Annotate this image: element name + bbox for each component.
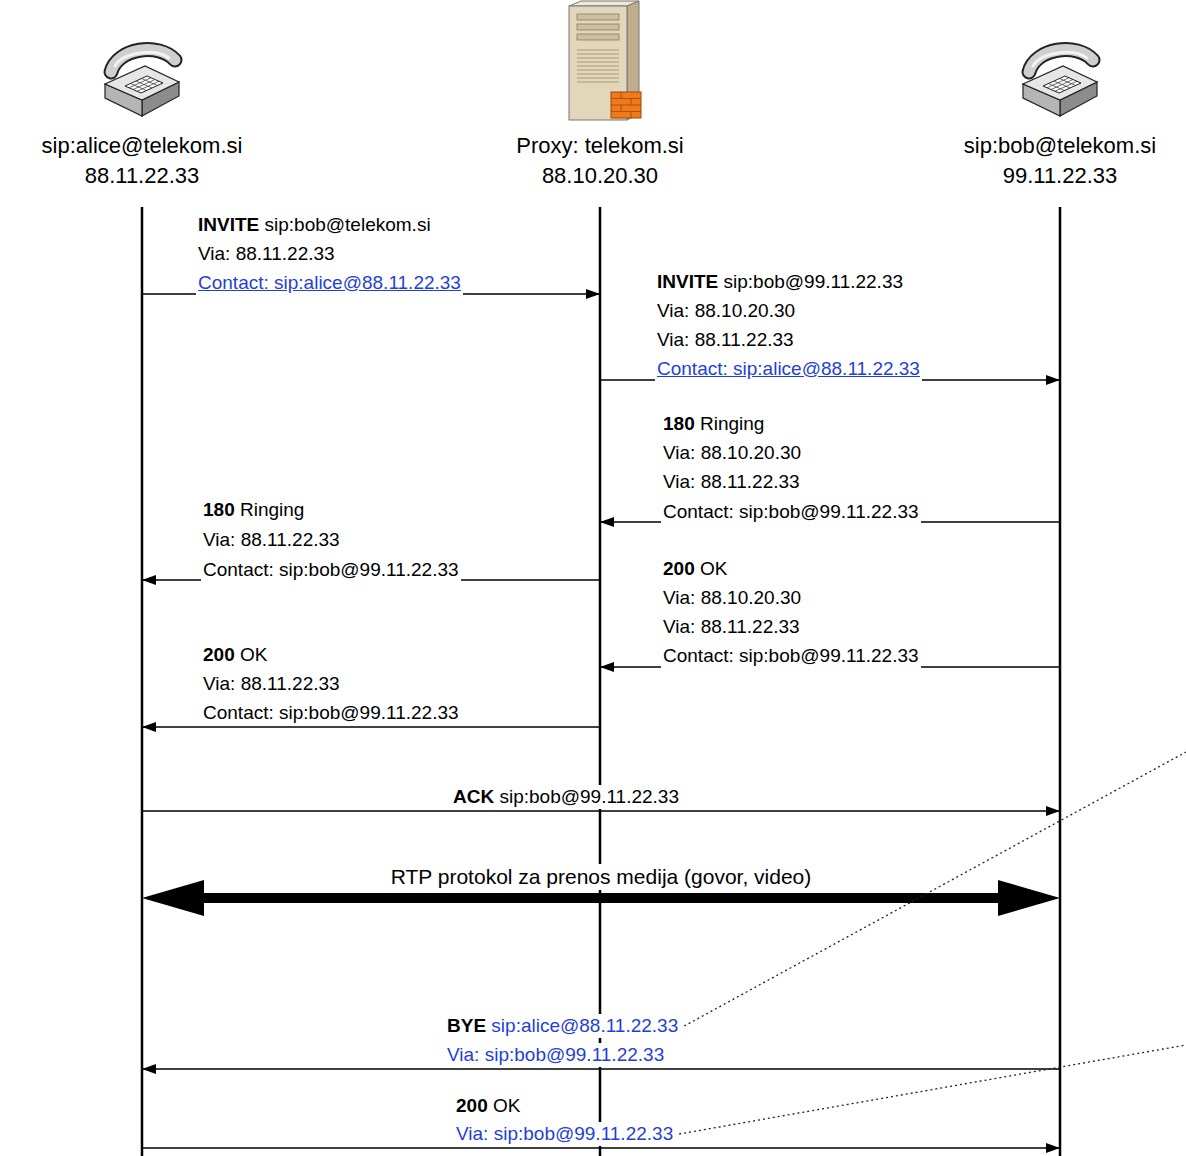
sip-method: 180 [663,413,695,434]
sip-argument: OK [235,644,268,665]
sip-message-line: Contact: sip:alice@88.11.22.33 [196,271,463,295]
signalling-arrow [142,726,600,727]
sip-message-line: Via: 88.10.20.30 [661,586,803,610]
sip-message-line: Via: 88.11.22.33 [661,470,802,494]
sip-message-line: Contact: sip:alice@88.11.22.33 [655,357,922,381]
sip-message-line: Via: 88.10.20.30 [661,441,803,465]
endpoint-uri: Proxy: telekom.si [516,131,684,161]
sip-message-line: 200 OK [661,557,729,581]
sip-phone: sip:bob@telekom.si99.11.22.33 [958,0,1163,191]
sip-argument: Ringing [235,499,305,520]
sip-method: 200 [663,558,695,579]
signalling-arrow [142,810,1060,811]
ip-address: 99.11.22.33 [1003,161,1118,191]
sip-message-line: Contact: sip:bob@99.11.22.33 [201,701,461,725]
lifelines [142,207,1060,1156]
sip-message-line: Via: 88.11.22.33 [661,615,802,639]
sip-method: BYE [447,1015,486,1036]
sip-argument: sip:bob@99.11.22.33 [718,271,903,292]
sip-argument: OK [488,1095,521,1116]
via-header: Via: sip:bob@99.11.22.33 [447,1044,664,1065]
sip-phone: sip:alice@telekom.si88.11.22.33 [36,0,249,191]
sip-message-line: 180 Ringing [201,498,306,522]
icon-art [105,50,179,116]
sip-message-line: Via: 88.11.22.33 [196,242,337,266]
sip-message-line: BYE sip:alice@88.11.22.33 [445,1014,680,1038]
sip-message-line: INVITE sip:bob@telekom.si [196,213,433,237]
sip-method: 200 [203,644,235,665]
sip-message-line: Contact: sip:bob@99.11.22.33 [661,500,921,524]
lifeline [1059,207,1062,1156]
ip-address: 88.11.22.33 [85,161,200,191]
sip-method: ACK [453,786,494,807]
leader-line [679,1045,1186,1134]
endpoint-uri: sip:bob@telekom.si [964,131,1156,161]
endpoint-uri: sip:alice@telekom.si [42,131,243,161]
sip-message-line: INVITE sip:bob@99.11.22.33 [655,270,905,294]
sip-message-line: Via: sip:bob@99.11.22.33 [445,1043,666,1067]
contact-header: Contact: sip:alice@88.11.22.33 [198,272,461,293]
sip-message-line: ACK sip:bob@99.11.22.33 [451,785,681,809]
sip-message-line: Via: 88.11.22.33 [201,672,342,696]
sip-message-line: Via: 88.10.20.30 [655,299,797,323]
via-header: Via: sip:bob@99.11.22.33 [456,1123,673,1144]
leader-layer [679,752,1186,1134]
phone-icon [97,0,187,131]
phone-icon [1015,0,1105,131]
proxy-server: Proxy: telekom.si88.10.20.30 [510,0,690,191]
ip-address: 88.10.20.30 [542,161,658,191]
sip-method: INVITE [657,271,718,292]
sip-argument: sip:alice@88.11.22.33 [486,1015,678,1036]
signalling-arrow [142,1068,1060,1069]
sip-message-line: Contact: sip:bob@99.11.22.33 [201,558,461,582]
edge-label: RTP protokol za prenos medija (govor, vi… [388,864,815,890]
sip-argument: Ringing [695,413,765,434]
edge-layer [142,294,1060,1148]
icon-art [569,1,641,120]
sip-argument: OK [695,558,728,579]
contact-header: Contact: sip:alice@88.11.22.33 [657,358,920,379]
sip-method: 180 [203,499,235,520]
sip-argument: sip:bob@99.11.22.33 [494,786,679,807]
media-stream-arrow [174,893,1028,903]
icon-art [1023,50,1097,116]
sip-message-line: Via: sip:bob@99.11.22.33 [454,1122,675,1146]
sip-method: INVITE [198,214,259,235]
signalling-arrow [142,1147,1060,1148]
sip-argument: sip:bob@telekom.si [259,214,430,235]
sip-message-line: Contact: sip:bob@99.11.22.33 [661,644,921,668]
server-icon [555,0,645,131]
sip-message-line: 180 Ringing [661,412,766,436]
sip-message-line: Via: 88.11.22.33 [655,328,796,352]
sip-method: 200 [456,1095,488,1116]
sip-message-line: Via: 88.11.22.33 [201,528,342,552]
sip-message-line: 200 OK [201,643,269,667]
sip-message-line: 200 OK [454,1094,522,1118]
lifeline [141,207,144,1156]
